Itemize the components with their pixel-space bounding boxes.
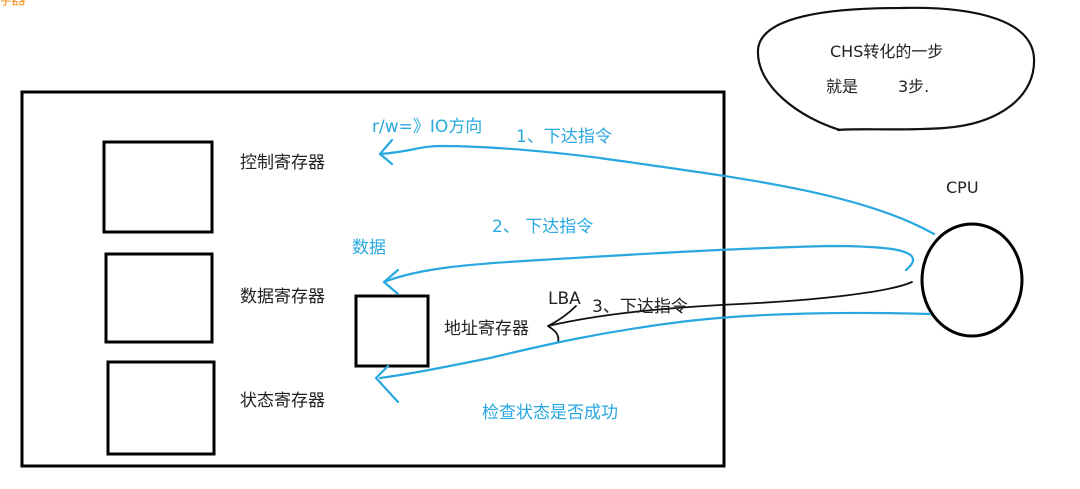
step2-label: 2、 下达指令 — [492, 217, 593, 237]
step3-label: 3、下达指令 — [592, 297, 688, 317]
data-register-box — [104, 252, 214, 344]
step3-note: LBA — [548, 289, 581, 309]
step3-arrowhead — [547, 305, 577, 343]
step1-note: r/w=》IO方向 — [372, 117, 482, 137]
corner-fragment-text: 存器 — [0, 0, 26, 8]
step2-note: 数据 — [352, 238, 386, 258]
cpu-circle — [920, 222, 1024, 338]
cpu-label: CPU — [946, 178, 979, 197]
note-bubble — [756, 6, 1036, 132]
step1-label: 1、下达指令 — [516, 127, 612, 147]
control-register-box — [102, 140, 214, 234]
step1-arrowhead — [378, 138, 394, 166]
address-register-box — [354, 294, 430, 368]
control-register-label: 控制寄存器 — [240, 153, 325, 173]
step4-arrowhead — [374, 364, 400, 404]
note-line-2b: 3步. — [898, 77, 929, 96]
device-outline — [20, 90, 726, 468]
note-line-2a: 就是 — [826, 77, 858, 96]
step2-arrowhead — [382, 268, 400, 296]
step4-label: 检查状态是否成功 — [482, 403, 618, 423]
step4-arrow — [378, 311, 932, 380]
step2-arrow — [382, 244, 914, 284]
status-register-box — [106, 360, 216, 456]
step3-arrow — [547, 281, 913, 327]
status-register-label: 状态寄存器 — [240, 391, 325, 411]
data-register-label: 数据寄存器 — [240, 287, 325, 307]
address-register-label: 地址寄存器 — [444, 319, 529, 339]
step1-arrow — [378, 144, 936, 236]
note-line-1: CHS转化的一步 — [830, 42, 943, 61]
